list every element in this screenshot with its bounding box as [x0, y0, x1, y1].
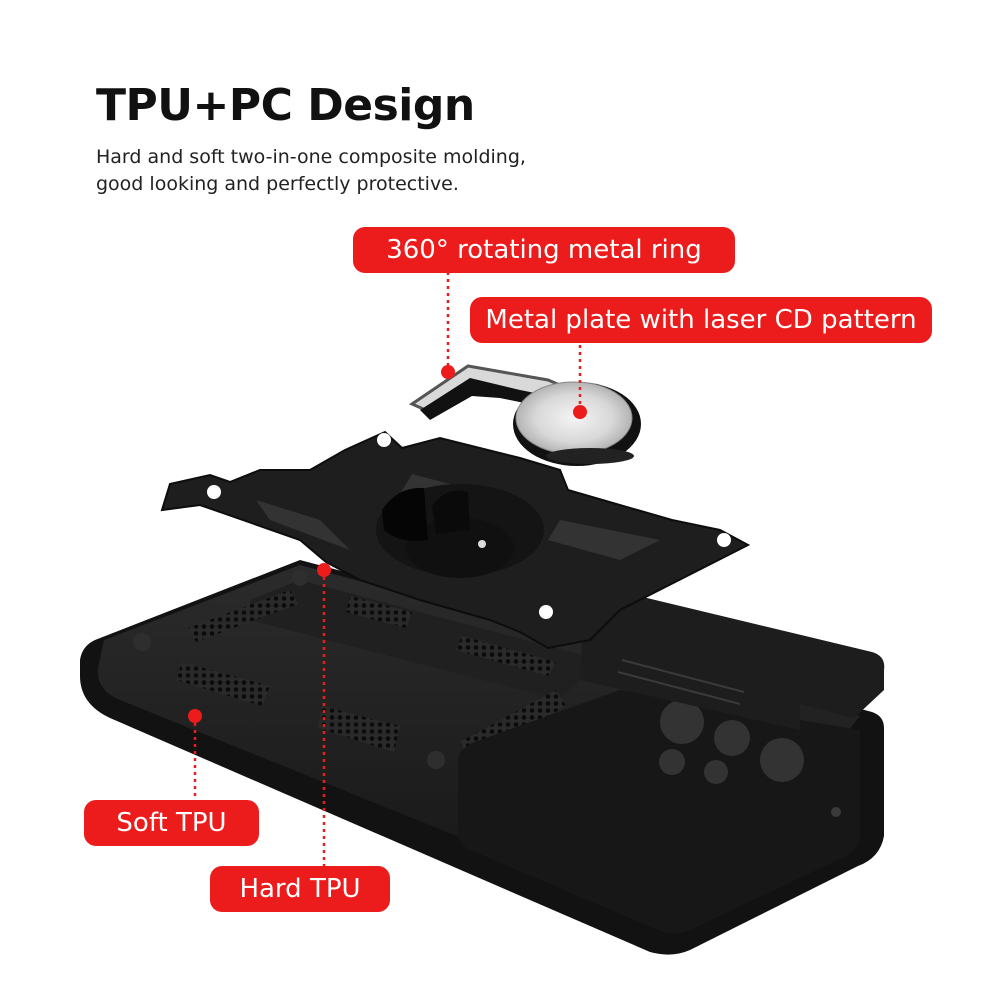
plate-callout-dot [573, 405, 587, 419]
phone-case [80, 560, 885, 955]
grip-strip [176, 662, 270, 706]
screw-post [133, 633, 151, 651]
soft-tpu-callout-dot [188, 709, 202, 723]
subtitle-line-2: good looking and perfectly protective. [96, 173, 459, 195]
camera-hole [714, 720, 750, 756]
grip-strip [346, 596, 412, 628]
camera-hole [660, 700, 704, 744]
hard-tpu-callout-dot [317, 563, 331, 577]
callout-hard-tpu: Hard TPU [210, 866, 390, 912]
camera-hole [760, 738, 804, 782]
callout-metal-plate: Metal plate with laser CD pattern [470, 297, 932, 343]
grip-strip [456, 636, 556, 676]
grip-strip [188, 590, 298, 642]
rotating-ring [408, 364, 641, 466]
screw-post [292, 570, 308, 586]
lanyard-hole [831, 807, 841, 817]
page-subtitle: Hard and soft two-in-one composite moldi… [96, 144, 616, 198]
camera-slider[interactable] [580, 592, 885, 730]
callout-soft-tpu: Soft TPU [84, 800, 259, 846]
grip-strip [318, 706, 400, 752]
page-title: TPU+PC Design [96, 80, 475, 131]
subtitle-line-1: Hard and soft two-in-one composite moldi… [96, 146, 526, 168]
camera-module [458, 690, 860, 933]
camera-hole [704, 760, 728, 784]
ring-callout-dot [441, 365, 455, 379]
camera-hole [659, 749, 685, 775]
screw-post [427, 751, 445, 769]
callout-rotating-ring: 360° rotating metal ring [353, 227, 735, 273]
metal-bracket [160, 430, 751, 650]
